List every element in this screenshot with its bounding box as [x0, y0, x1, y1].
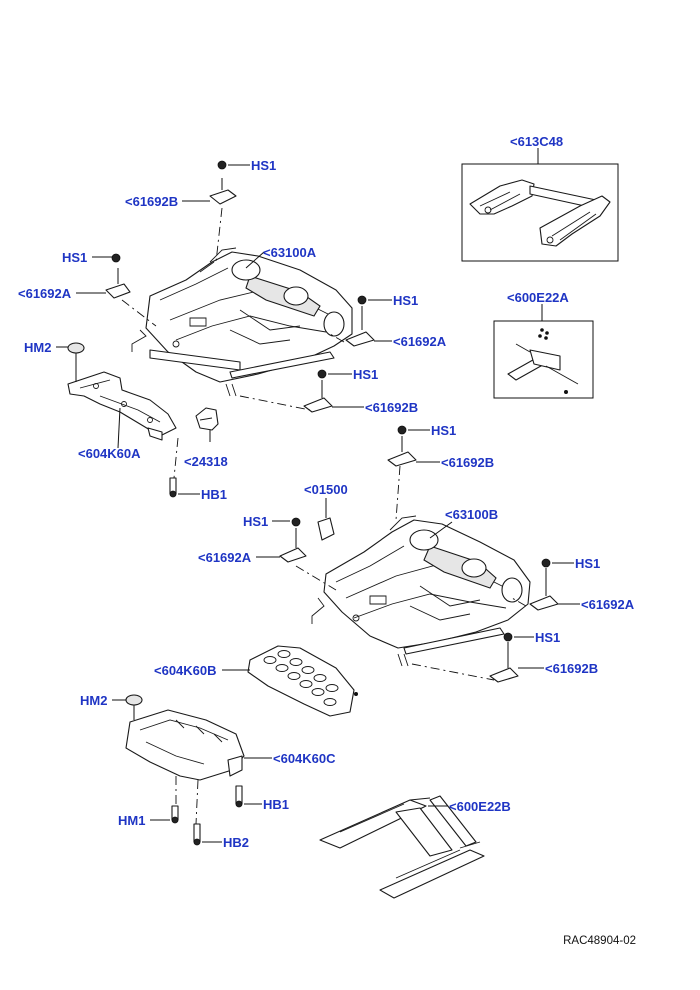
- callout-hs1-right-a: HS1: [393, 293, 418, 308]
- bracket-61692a-c: [279, 528, 307, 563]
- callout-hm2-top: HM2: [24, 340, 51, 355]
- callout-61692a-left: <61692A: [18, 286, 72, 301]
- bracket-61692b-e: [489, 642, 519, 683]
- callout-61692a-right: <61692A: [393, 334, 447, 349]
- callout-613c48: <613C48: [510, 134, 563, 149]
- callout-63100a: <63100A: [263, 245, 317, 260]
- callout-hs1-d: HS1: [575, 556, 600, 571]
- callout-604k60a: <604K60A: [78, 446, 141, 461]
- callout-24318: <24318: [184, 454, 228, 469]
- bracket-61692a-left: [105, 268, 131, 299]
- callout-hb1-bottom: HB1: [263, 797, 289, 812]
- callout-61692b-mid: <61692B: [365, 400, 418, 415]
- part-01500-clip: [317, 498, 335, 541]
- part-600e22b-track: [319, 795, 485, 899]
- bracket-61692b-b: [387, 436, 417, 467]
- callout-600e22b: <600E22B: [449, 799, 511, 814]
- bracket-61692b-mid: [303, 380, 333, 413]
- callout-61692a-c: <61692A: [198, 550, 252, 565]
- callout-hb2: HB2: [223, 835, 249, 850]
- part-604k60a-bracket: [67, 342, 177, 441]
- callout-hs1-left: HS1: [62, 250, 87, 265]
- callout-hs1-b: HS1: [431, 423, 456, 438]
- callout-labels: HS1 <61692B <613C48 HS1 <63100A <61692A …: [18, 134, 635, 850]
- callout-61692b-b: <61692B: [441, 455, 494, 470]
- callout-61692b-e: <61692B: [545, 661, 598, 676]
- bracket-61692b-top: [209, 178, 237, 205]
- part-604k60b-panel: [247, 645, 358, 717]
- drawing-reference: RAC48904-02: [563, 935, 636, 947]
- callout-hs1-mid: HS1: [353, 367, 378, 382]
- callout-hs1-top: HS1: [251, 158, 276, 173]
- assembly-lines: [121, 207, 527, 825]
- callout-leaders: [56, 164, 580, 843]
- callout-hm1: HM1: [118, 813, 145, 828]
- callout-hs1-c: HS1: [243, 514, 268, 529]
- callout-604k60b: <604K60B: [154, 663, 217, 678]
- callout-61692b-top: <61692B: [125, 194, 178, 209]
- callout-600e22a: <600E22A: [507, 290, 569, 305]
- callout-61692a-d: <61692A: [581, 597, 635, 612]
- part-24318-clip: [195, 407, 219, 442]
- bracket-61692a-d: [529, 568, 559, 611]
- part-63100a-seat-frame: [131, 247, 353, 397]
- bracket-61692a-right: [345, 306, 375, 347]
- part-63100b-seat-frame: [311, 515, 531, 667]
- callout-63100b: <63100B: [445, 507, 498, 522]
- callout-hm2-bottom: HM2: [80, 693, 107, 708]
- callout-hs1-e: HS1: [535, 630, 560, 645]
- part-613c48-inset: [461, 148, 619, 262]
- callout-604k60c: <604K60C: [273, 751, 336, 766]
- callout-01500: <01500: [304, 482, 348, 497]
- part-604k60c-cover: [125, 694, 245, 781]
- callout-hb1-top: HB1: [201, 487, 227, 502]
- part-600e22a-inset: [493, 304, 594, 399]
- fasteners: [111, 160, 551, 846]
